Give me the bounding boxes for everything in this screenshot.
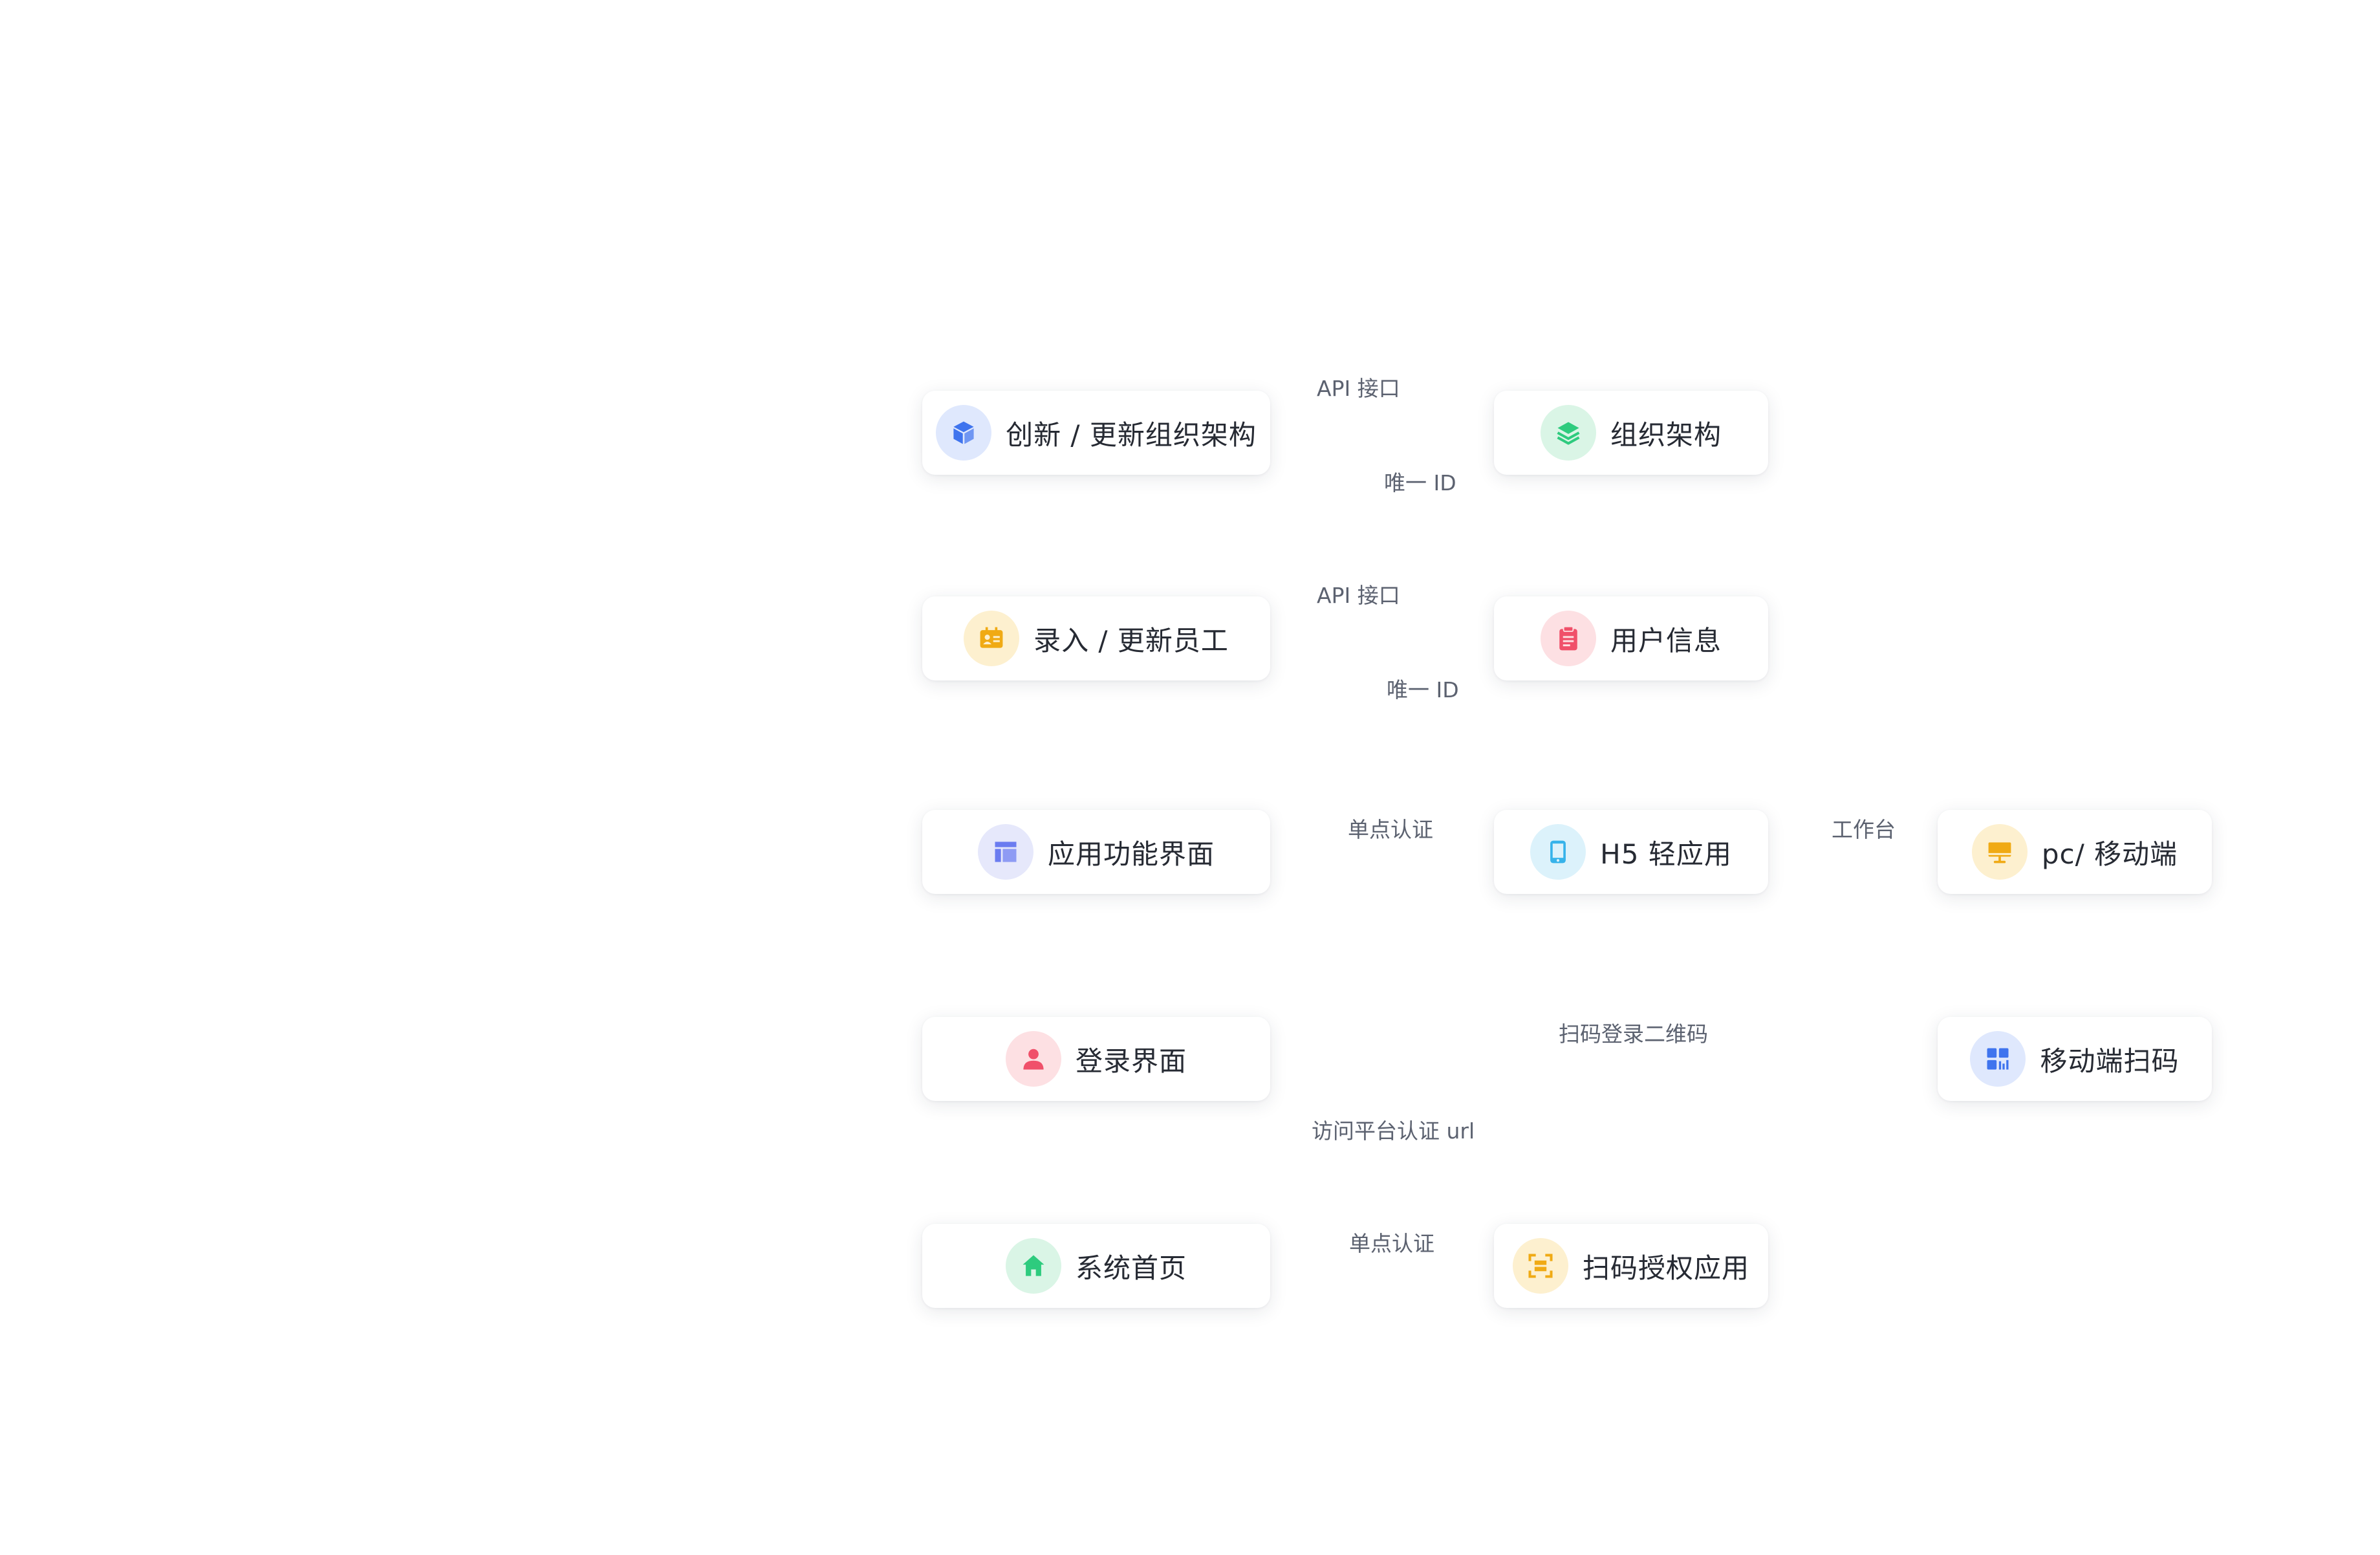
tablet-icon — [1530, 824, 1586, 880]
node-label: H5 轻应用 — [1600, 838, 1732, 870]
node-label: 创新 / 更新组织架构 — [1006, 419, 1257, 451]
layout-icon — [977, 824, 1033, 880]
edge-label-unique-id-2: 唯一 ID — [1387, 677, 1459, 702]
node-label: 组织架构 — [1610, 419, 1722, 451]
node-label: 用户信息 — [1610, 624, 1722, 657]
qr-grid-icon — [1970, 1031, 2026, 1087]
node-user-info: 用户信息 — [1494, 596, 1768, 680]
edge-label-workbench: 工作台 — [1832, 817, 1896, 842]
node-pc-mobile: pc/ 移动端 — [1938, 810, 2212, 894]
clipboard-icon — [1540, 611, 1596, 666]
scan-icon — [1512, 1238, 1568, 1294]
node-label: 系统首页 — [1075, 1252, 1187, 1284]
node-label: 扫码授权应用 — [1582, 1252, 1749, 1284]
node-mobile-scan: 移动端扫码 — [1938, 1017, 2212, 1101]
node-label: 移动端扫码 — [2040, 1045, 2180, 1077]
user-icon — [1005, 1031, 1061, 1087]
node-label: 录入 / 更新员工 — [1033, 624, 1229, 657]
edge-label-api-1: API 接口 — [1317, 376, 1400, 401]
edge-label-sso-1: 单点认证 — [1348, 817, 1433, 842]
cube-icon — [936, 405, 992, 461]
node-home: 系统首页 — [922, 1224, 1270, 1308]
home-icon — [1005, 1238, 1061, 1294]
node-app-ui: 应用功能界面 — [922, 810, 1270, 894]
node-login-ui: 登录界面 — [922, 1017, 1270, 1101]
edge-label-auth-url: 访问平台认证 url — [1312, 1118, 1475, 1144]
node-h5-app: H5 轻应用 — [1494, 810, 1768, 894]
edge-label-scan-qr-login: 扫码登录二维码 — [1559, 1021, 1708, 1047]
edge-label-sso-2: 单点认证 — [1349, 1231, 1434, 1256]
edge-label-unique-id-1: 唯一 ID — [1384, 470, 1456, 495]
layers-icon — [1540, 405, 1596, 461]
node-org-update: 创新 / 更新组织架构 — [922, 391, 1270, 475]
node-label: pc/ 移动端 — [2041, 838, 2178, 870]
node-label: 应用功能界面 — [1047, 838, 1215, 870]
node-scan-auth: 扫码授权应用 — [1494, 1224, 1768, 1308]
edge-label-api-2: API 接口 — [1317, 583, 1400, 608]
id-card-icon — [964, 611, 1020, 666]
node-staff-update: 录入 / 更新员工 — [922, 596, 1270, 680]
monitor-icon — [1971, 824, 2028, 880]
node-label: 登录界面 — [1075, 1045, 1187, 1077]
node-org-structure: 组织架构 — [1494, 391, 1768, 475]
